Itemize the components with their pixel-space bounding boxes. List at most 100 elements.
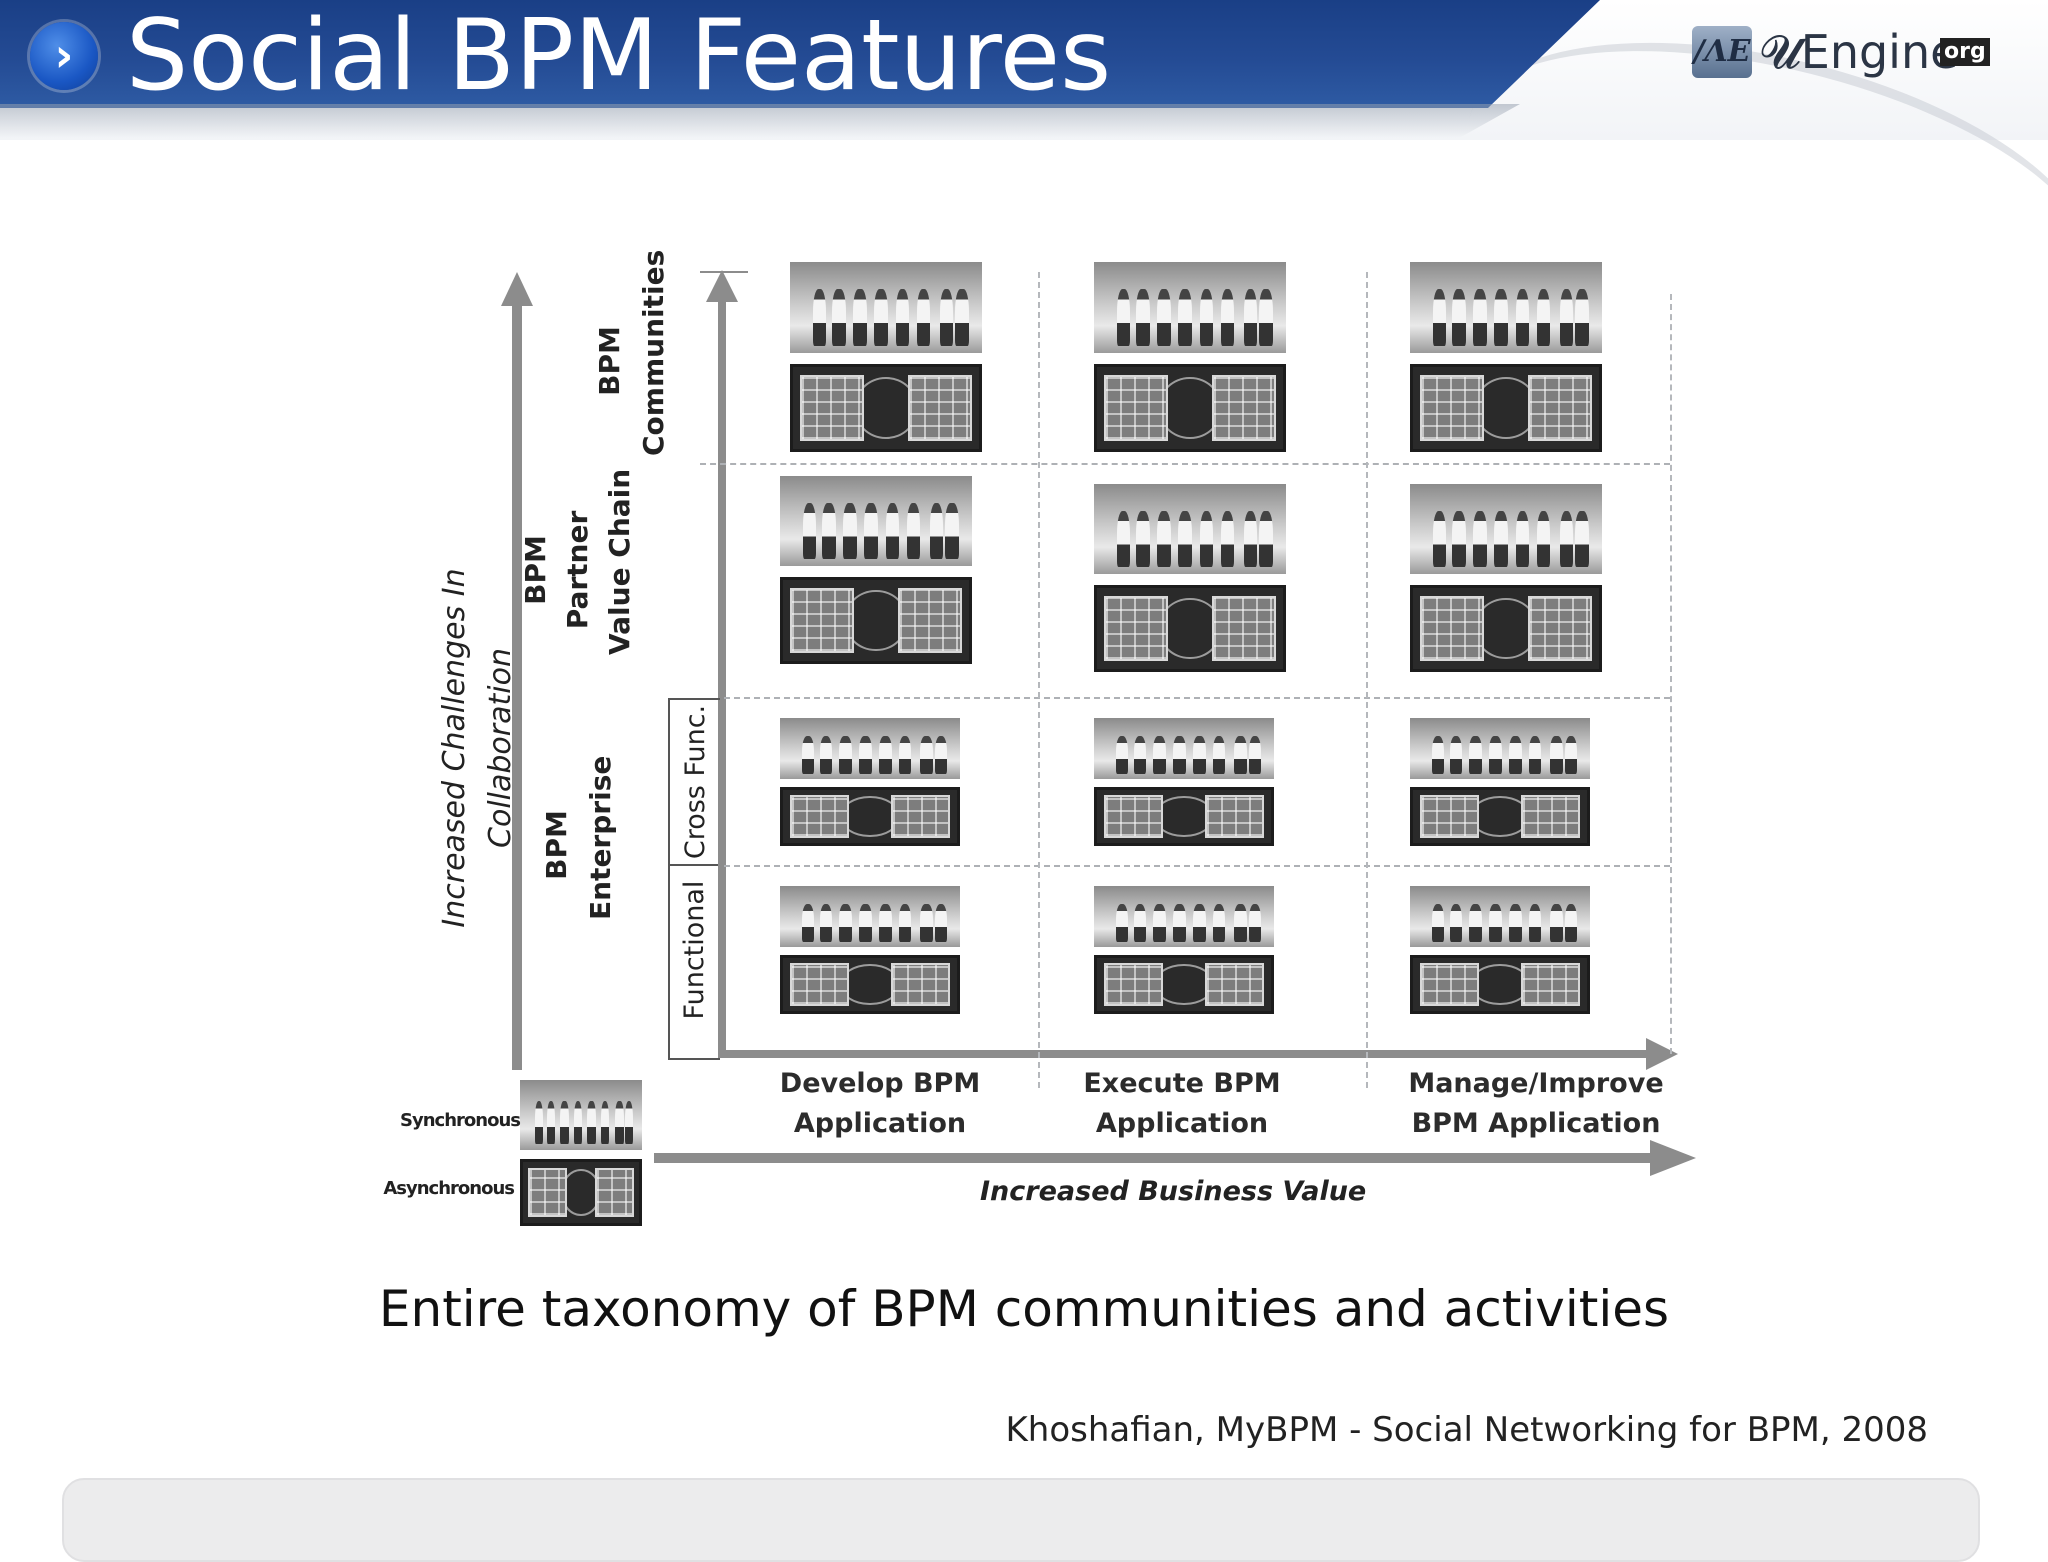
laptop-icon: [1204, 795, 1265, 838]
laptop-icon: [789, 963, 850, 1006]
row-label-line: Partner: [561, 510, 594, 630]
people-photo: [780, 718, 960, 779]
person-figure: [1431, 904, 1445, 943]
people-photo: [790, 262, 982, 353]
person-figure: [1259, 289, 1273, 346]
laptop-icon: [1103, 795, 1164, 838]
person-figure: [839, 736, 852, 775]
legend-asynchronous-label: Asynchronous: [383, 1178, 515, 1199]
person-figure: [587, 1101, 596, 1145]
x-axis-label: Increased Business Value: [980, 1176, 1367, 1207]
person-figure: [1564, 904, 1578, 943]
person-figure: [1452, 511, 1466, 567]
logo-text: 𝓤Engine: [1760, 25, 1959, 79]
people-photo: [780, 476, 972, 566]
person-figure: [1489, 736, 1502, 775]
people-photo: [1094, 484, 1286, 574]
row-label-line: BPM: [519, 535, 552, 605]
person-figure: [1157, 511, 1171, 567]
person-figure: [822, 503, 836, 559]
person-figure: [939, 289, 954, 346]
person-figure: [1433, 511, 1447, 567]
collaboration-tile: [1410, 718, 1590, 846]
grid-line-h: [724, 865, 1670, 867]
person-figure: [560, 1101, 569, 1145]
person-figure: [1575, 511, 1589, 567]
logo-badge: org: [1940, 38, 1990, 66]
people-photo: [520, 1080, 642, 1150]
person-figure: [1193, 904, 1206, 943]
laptop-icon: [1520, 795, 1581, 838]
person-figure: [1243, 289, 1258, 346]
column-label-line: Application: [793, 1108, 967, 1139]
laptops-illustration: [1410, 364, 1602, 452]
laptop-icon: [1103, 963, 1164, 1006]
laptop-icon: [1528, 375, 1592, 441]
person-figure: [1173, 736, 1186, 775]
person-figure: [600, 1101, 610, 1145]
person-figure: [1212, 904, 1226, 943]
person-figure: [1248, 736, 1262, 775]
y-axis-label-line1: Increased Challenges In: [437, 568, 472, 928]
laptops-illustration: [1094, 585, 1286, 672]
person-figure: [874, 289, 888, 346]
laptop-icon: [1104, 375, 1168, 441]
person-figure: [955, 289, 969, 346]
person-figure: [1133, 904, 1147, 943]
person-figure: [1469, 736, 1482, 775]
person-figure: [1234, 736, 1247, 775]
laptop-icon: [527, 1168, 568, 1217]
column-label-line: BPM Application: [1411, 1108, 1661, 1139]
person-figure: [934, 904, 948, 943]
grid-line-v: [1366, 272, 1368, 1088]
laptop-icon: [1528, 596, 1592, 661]
row-label-enterprise: BPM Enterprise: [535, 756, 625, 920]
collaboration-tile: [1410, 262, 1602, 452]
laptop-icon: [890, 963, 951, 1006]
column-label-line: Application: [1095, 1108, 1269, 1139]
laptop-icon: [1104, 596, 1168, 661]
uengine-logo: /ΛE 𝓤Engine org: [1692, 24, 1992, 84]
laptops-illustration: [780, 955, 960, 1014]
person-figure: [1494, 511, 1508, 567]
person-figure: [1234, 904, 1247, 943]
page-title: Social BPM Features: [126, 0, 1112, 113]
column-label-line: Execute BPM: [1083, 1068, 1281, 1099]
person-figure: [1564, 736, 1578, 775]
inner-x-axis-line: [718, 1050, 1658, 1058]
laptops-illustration: [520, 1159, 642, 1226]
person-figure: [906, 503, 921, 559]
header-shadow: [0, 104, 1520, 138]
person-figure: [1473, 511, 1487, 567]
citation: Khoshafian, MyBPM - Social Networking fo…: [1005, 1410, 1928, 1450]
laptop-icon: [890, 795, 951, 838]
collaboration-tile: [1094, 484, 1286, 672]
row-label-line: Communities: [637, 249, 670, 456]
person-figure: [920, 904, 933, 943]
laptop-icon: [594, 1168, 635, 1217]
person-figure: [1259, 511, 1273, 567]
person-figure: [803, 503, 817, 559]
person-figure: [1536, 511, 1551, 567]
y-axis-label: Increased Challenges In Collaboration: [432, 538, 528, 958]
person-figure: [1550, 904, 1563, 943]
column-label-line: Manage/Improve: [1408, 1068, 1664, 1099]
row-label-functional: Functional: [679, 880, 710, 1020]
laptops-illustration: [1094, 364, 1286, 452]
person-figure: [1509, 736, 1522, 775]
person-figure: [1212, 736, 1226, 775]
laptops-illustration: [1094, 787, 1274, 846]
row-label-communities: BPM Communities: [588, 249, 678, 456]
person-figure: [945, 503, 959, 559]
person-figure: [898, 736, 912, 775]
person-figure: [801, 736, 815, 775]
person-figure: [895, 289, 910, 346]
inner-x-axis-arrowhead: [1646, 1038, 1678, 1070]
person-figure: [1469, 904, 1482, 943]
person-figure: [1494, 289, 1508, 346]
row-label-line: Value Chain: [603, 468, 636, 655]
person-figure: [1136, 511, 1150, 567]
column-label-execute: Execute BPM Application: [1062, 1064, 1302, 1144]
person-figure: [879, 904, 892, 943]
person-figure: [920, 736, 933, 775]
